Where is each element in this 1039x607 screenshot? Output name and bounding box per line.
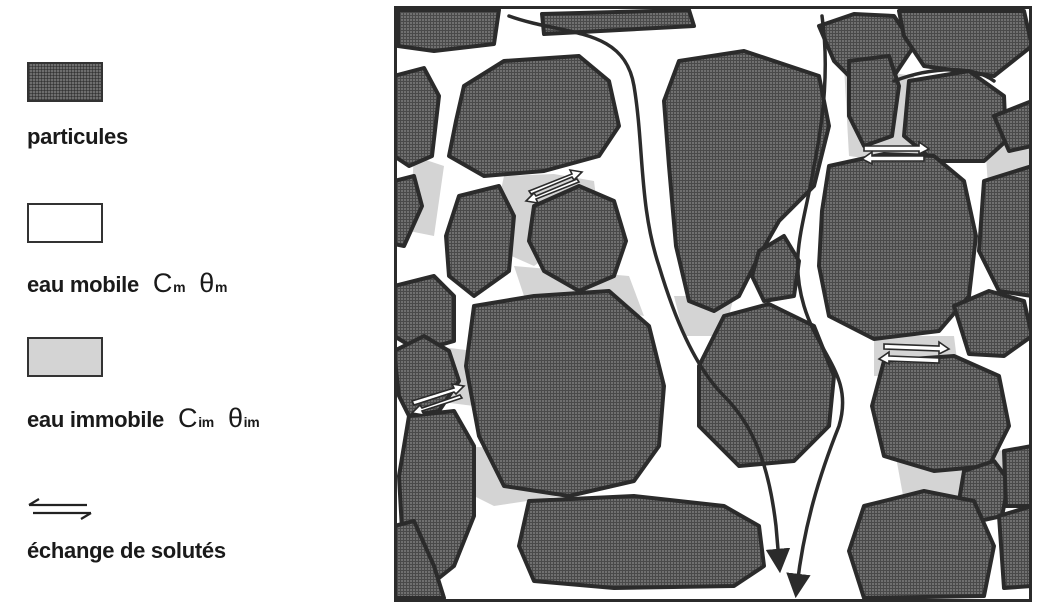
particules-label: particules <box>27 124 128 150</box>
cm-symbol: Cm <box>153 268 185 298</box>
porous-medium-diagram <box>394 6 1032 602</box>
theta-im-symbol: θim <box>228 403 259 433</box>
immobile-water-swatch <box>27 337 103 377</box>
cim-symbol: Cim <box>178 403 214 433</box>
double-arrow-icon <box>27 497 93 521</box>
theta-m-symbol: θm <box>199 268 227 298</box>
mobile-water-label: eau mobile <box>27 272 139 297</box>
particle-swatch <box>27 62 103 102</box>
immobile-water-label: eau immobile <box>27 407 164 432</box>
mobile-water-swatch <box>27 203 103 243</box>
exchange-label: échange de solutés <box>27 538 226 564</box>
